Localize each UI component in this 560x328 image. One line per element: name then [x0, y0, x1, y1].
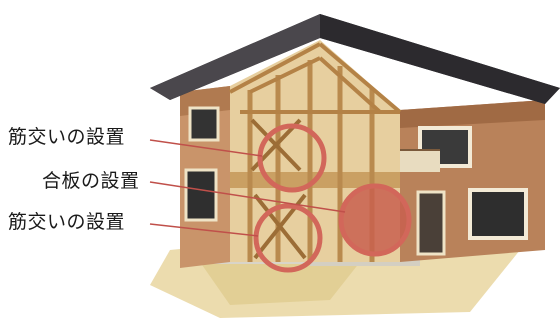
- plywood-label: 合板の設置: [42, 170, 140, 192]
- roof: [150, 14, 560, 104]
- bracing-label-upper: 筋交いの設置: [8, 126, 126, 148]
- leader-line-3: [149, 223, 259, 237]
- right-facade: [400, 100, 545, 262]
- lower-brace-highlight: [253, 203, 323, 273]
- left-upper-window: [188, 106, 220, 142]
- right-lower-window: [468, 188, 528, 240]
- leader-line-2: [149, 181, 346, 213]
- entry-door: [416, 190, 446, 256]
- upper-brace-highlight: [257, 123, 327, 193]
- leader-line-1: [149, 139, 263, 157]
- bracing-label-lower: 筋交いの設置: [8, 211, 126, 233]
- highlight-markers: [253, 123, 412, 273]
- left-lower-window: [184, 168, 218, 222]
- right-upper-window: [418, 126, 472, 168]
- plywood-highlight: [338, 183, 412, 257]
- left-facade: [180, 86, 230, 268]
- leader-lines: [149, 139, 346, 237]
